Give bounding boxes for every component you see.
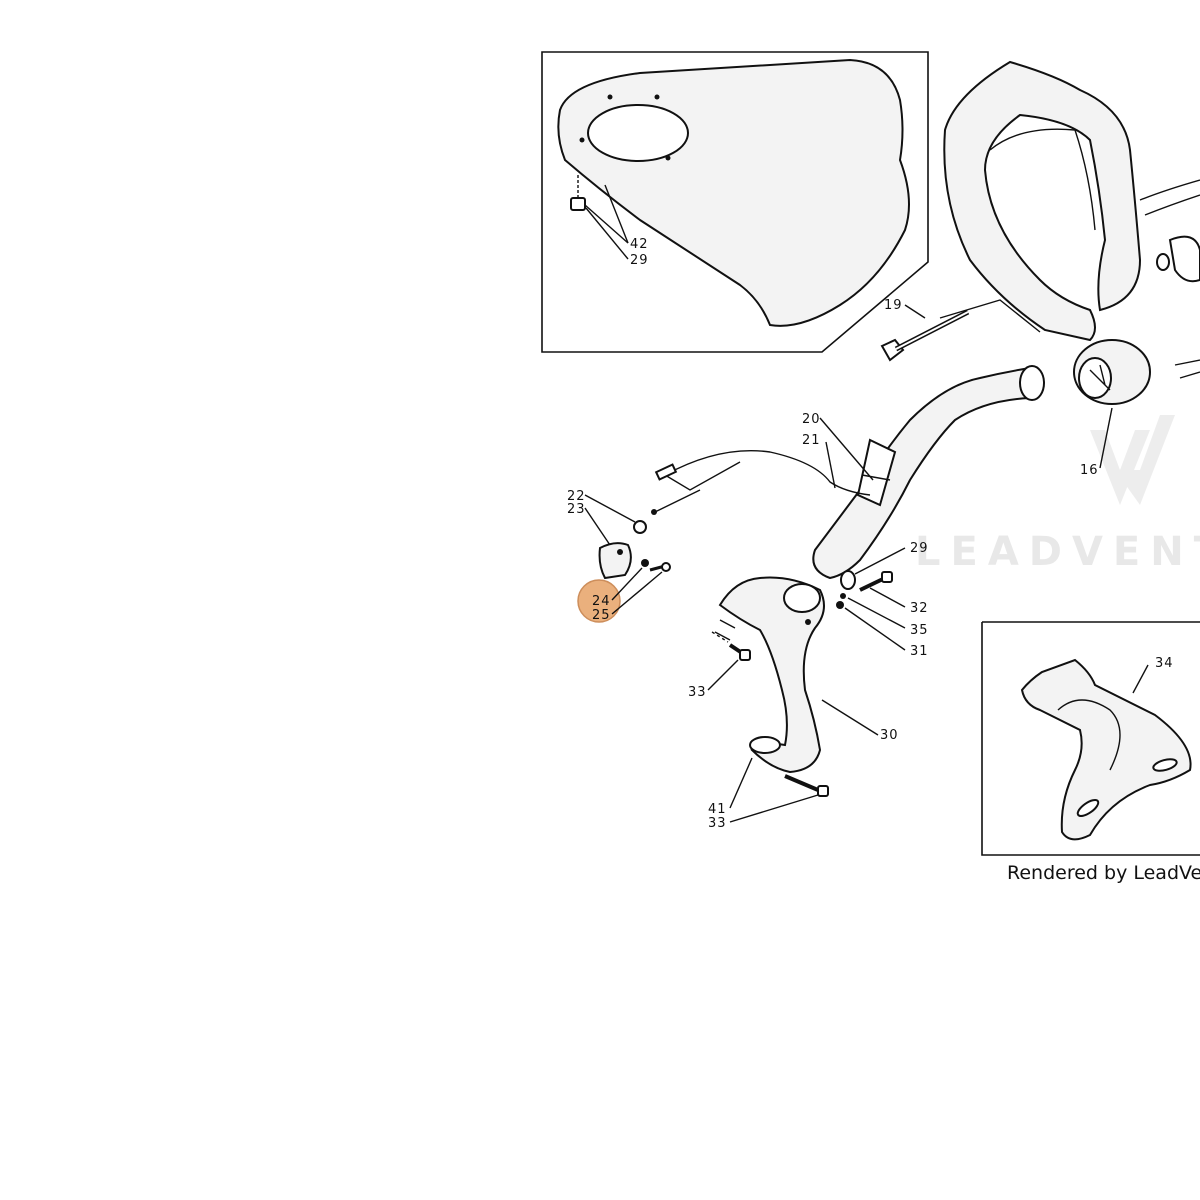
clamp-hardware: 29 32 35 31 <box>836 541 929 659</box>
guard-opening <box>587 104 689 162</box>
handle-bracket-30: 30 <box>714 576 899 774</box>
label-42: 42 <box>630 237 649 252</box>
guard-plate-34 <box>1020 658 1192 841</box>
clamp-housing-16: 16 <box>1073 339 1200 478</box>
label-16: 16 <box>1080 463 1099 478</box>
shaft-tube <box>812 365 1045 580</box>
footer-caption: Rendered by LeadVentu <box>1007 862 1200 884</box>
label-41: 41 <box>708 802 727 817</box>
engine-cover-guard <box>557 58 910 327</box>
highlight-marker[interactable] <box>577 579 621 623</box>
label-30: 30 <box>880 728 899 743</box>
label-33-bottom: 33 <box>708 816 727 831</box>
bolt-icon <box>570 175 586 211</box>
label-21: 21 <box>802 433 821 448</box>
label-22: 22 <box>567 489 586 504</box>
inset-box-top: 42 29 <box>541 51 929 353</box>
label-23: 23 <box>567 502 586 517</box>
label-33-left: 33 <box>688 685 707 700</box>
label-24: 24 <box>592 594 611 609</box>
loop-handle <box>943 60 1200 342</box>
watermark-text: LEADVENT <box>915 529 1200 575</box>
label-34: 34 <box>1155 656 1174 671</box>
label-29-top: 29 <box>630 253 649 268</box>
label-32: 32 <box>910 601 929 616</box>
label-20: 20 <box>802 412 821 427</box>
long-bolt-19: 19 <box>880 298 1041 362</box>
leadventure-watermark: LEADVENT <box>915 415 1200 575</box>
label-35: 35 <box>910 623 929 638</box>
throttle-cable: 20 21 <box>651 412 874 515</box>
label-29-right: 29 <box>910 541 929 556</box>
bolt-41-33-bottom: 41 33 <box>708 757 829 831</box>
switch-assembly: 22 23 24 25 <box>567 489 671 623</box>
bolt-33-left: 33 <box>688 631 751 700</box>
label-19: 19 <box>884 298 903 313</box>
inset-box-right: 34 <box>981 621 1200 856</box>
label-25: 25 <box>592 608 611 623</box>
label-31: 31 <box>910 644 929 659</box>
